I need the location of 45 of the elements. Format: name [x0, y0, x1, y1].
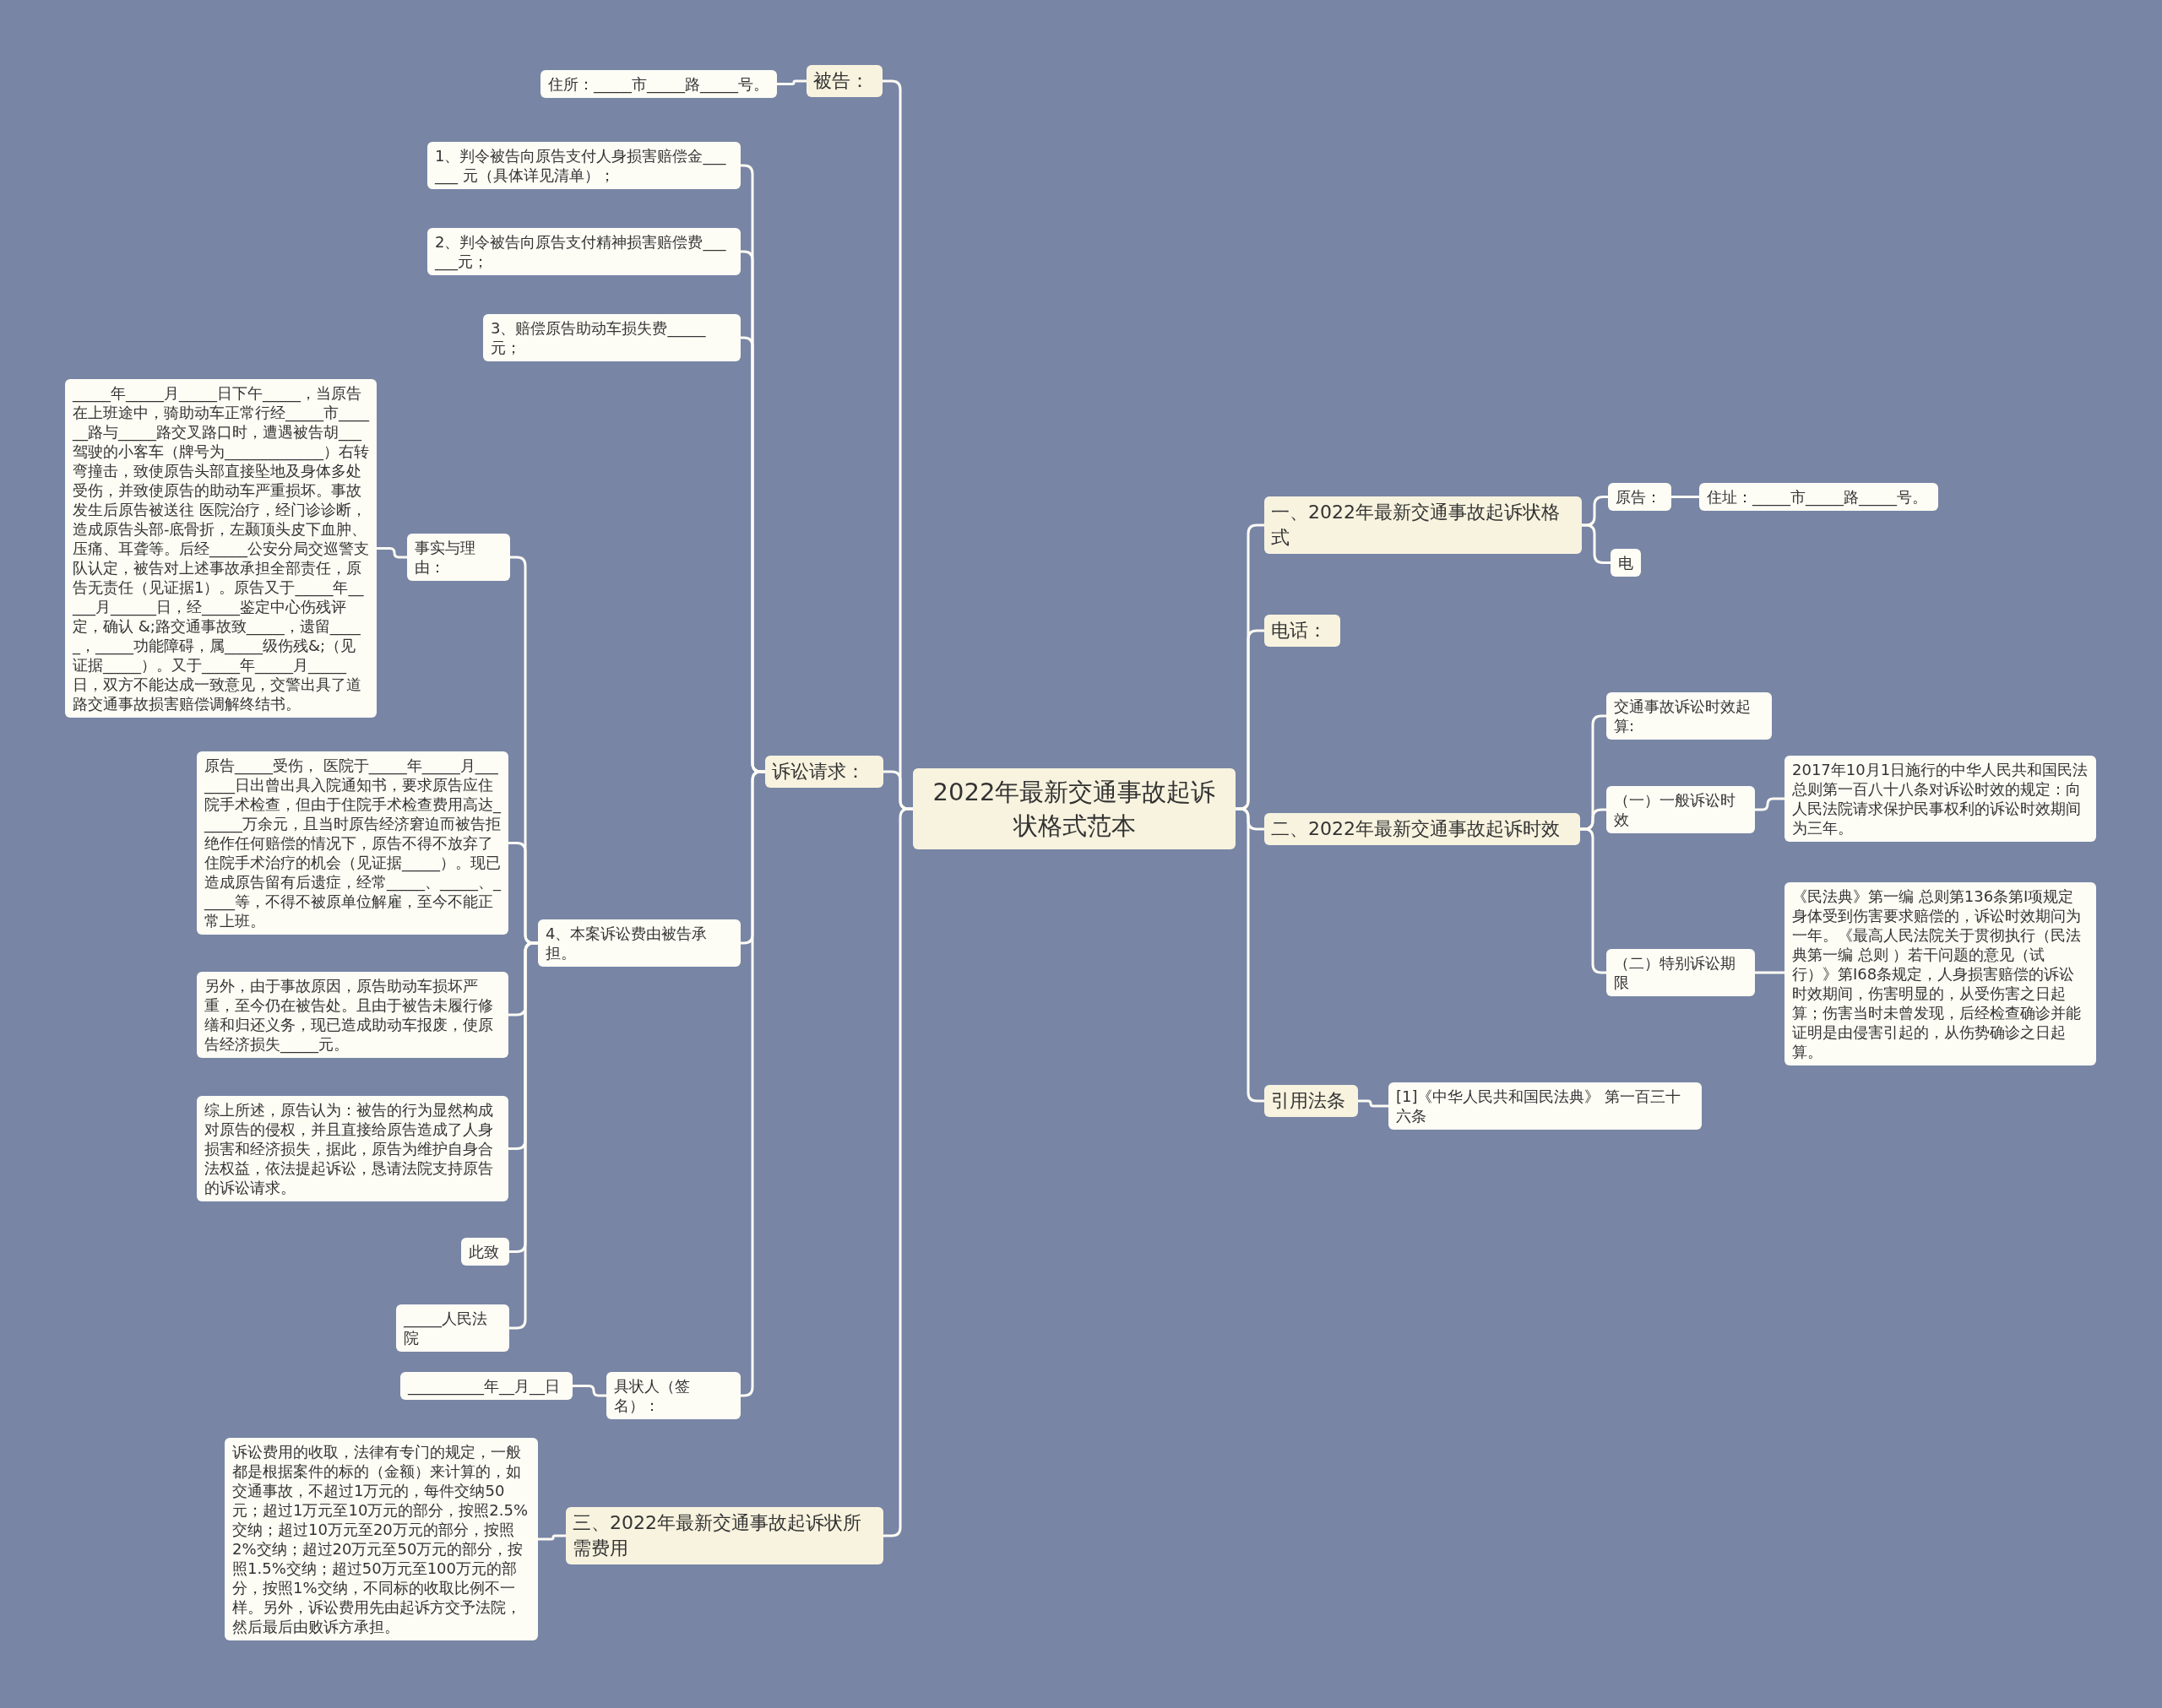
- subtopic-box: 1、判令被告向原告支付人身损害赔偿金______ 元（具体详见清单）；: [427, 142, 741, 189]
- connector-line: [777, 79, 807, 85]
- connector-line: [1236, 807, 1264, 1103]
- subtopic-box: [1]《中华人民共和国民法典》 第一百三十六条: [1388, 1082, 1702, 1130]
- subtopic-box: 2、判令被告向原告支付精神损害赔偿费______元；: [427, 228, 741, 275]
- subtopic-box: 诉讼费用的收取，法律有专门的规定，一般都是根据案件的标的（金额）来计算的，如交通事故，不超过1万元的，每件交纳50元；超过1万元至10万元的部分，按照2.5%交纳；超过10万元至20万元的部分，按照2%交纳；超过20万元至50万元的部分，按照1.5%交纳；超过50万元至100万元的部分，按照1%交纳，不同标的收取比例不一样。另外，诉讼费用先由起诉方交予法院，然后最后由败诉方承担。: [225, 1438, 538, 1640]
- subtopic-box: 具状人（签名）：: [606, 1372, 741, 1419]
- central-topic-box: 2022年最新交通事故起诉状格式范本: [913, 768, 1236, 849]
- subtopic-box: 2017年10月1日施行的中华人民共和国民法总则第一百八十八条对诉讼时效的规定：向人民法院请求保护民事权利的诉讼时效期间为三年。: [1784, 756, 2096, 842]
- connector-line: [1358, 1099, 1388, 1108]
- connector-line: [1582, 523, 1611, 564]
- subtopic-box: （二）特别诉讼期限: [1606, 949, 1755, 996]
- connector-line: [1580, 827, 1606, 974]
- branch-topic-box: 三、2022年最新交通事故起诉状所需费用: [566, 1507, 883, 1564]
- subtopic-box: 此致: [461, 1238, 509, 1266]
- subtopic-box: 事实与理由：: [407, 534, 510, 581]
- subtopic-box: 《民法典》第一编 总则第136条第I项规定身体受到伤害要求赔偿的，诉讼时效期问为一年。《最高人民法院关于贯彻执行（民法典第一编 总则 ）若干问题的意见（试行）》第I68条规定，人身损害赔偿的诉讼时效期间，伤害明显的，从受伤害之日起算；伤害当时未曾发现，后经检查确诊并能证明是由侵害引起的，从伤势确诊之日起算。: [1784, 882, 2096, 1065]
- connector-line: [538, 1534, 566, 1541]
- subtopic-box: 4、本案诉讼费由被告承担。: [538, 919, 741, 967]
- branch-topic-box: 诉讼请求：: [765, 756, 883, 788]
- subtopic-box: （一）一般诉讼时效: [1606, 786, 1755, 833]
- branch-topic-box: 二、2022年最新交通事故起诉时效: [1264, 813, 1580, 845]
- branch-topic-box: 被告：: [807, 65, 883, 97]
- subtopic-box: 3、赔偿原告助动车损失费_____元；: [483, 314, 741, 361]
- subtopic-box: _____人民法院: [396, 1304, 509, 1352]
- connector-line: [883, 807, 914, 1537]
- subtopic-box: 原告：: [1608, 483, 1671, 511]
- connector-line: [509, 941, 538, 1330]
- subtopic-box: 住所：_____市_____路_____号。: [540, 70, 777, 98]
- connector-line: [1671, 496, 1699, 498]
- branch-topic-box: 电话：: [1264, 615, 1340, 647]
- subtopic-box: 原告_____受伤， 医院于_____年_____月_______日出曾出具入院通知书，要求原告应住院手术检查，但由于住院手术检查费用高达______万余元，且当时原告经济窘迫而被告拒绝作任何赔偿的情况下，原告不得不放弃了住院手术治疗的机会（见证据_____）。现已造成原告留有后遗症，经常_____、_____、_____等，不得不被原单位解雇，至今不能正常上班。: [197, 751, 508, 935]
- subtopic-box: 电: [1611, 549, 1641, 577]
- branch-topic-box: 一、2022年最新交通事故起诉状格式: [1264, 496, 1582, 554]
- subtopic-box: _____年_____月_____日下午_____，当原告在上班途中，骑助动车正常行经_____市______路与_____路交叉路口时，遭遇被告胡___驾驶的小客车（牌号为_____________）右转弯撞击，致使原告头部直接坠地及身体多处受伤，并致使原告的助动车严重损坏。事故发生后原告被送往 医院治疗，经门诊诊断，造成原告头部-底骨折，左颞顶头皮下血肿、压痛、耳聋等。后经_____公安分局交巡警支队认定，被告对上述事故承担全部责任，原告无责任（见证据1）。原告又于_____年_____月______日，经_____鉴定中心伤残评定，确认 &;路交通事故致_____，遗留_____，_____功能障碍，属_____级伤残&;（见证据_____）。又于_____年_____月_____日，双方不能达成一致意见，交警出具了道路交通事故损害赔偿调解终结书。: [65, 379, 377, 718]
- connector-line: [1755, 971, 1784, 974]
- connector-line: [573, 1385, 606, 1397]
- subtopic-box: 交通事故诉讼时效起算:: [1606, 692, 1772, 740]
- subtopic-box: 另外，由于事故原因，原告助动车损坏严重，至今仍在被告处。且由于被告未履行修缮和归还义务，现已造成助动车报废，使原告经济损失_____元。: [197, 972, 508, 1058]
- subtopic-box: 综上所述，原告认为：被告的行为显然构成对原告的侵权，并且直接给原告造成了人身损害和经济损失，据此，原告为维护自身合法权益，依法提起诉讼，恳请法院支持原告的诉讼请求。: [197, 1096, 508, 1201]
- connector-line: [377, 547, 407, 559]
- subtopic-box: __________年__月__日: [400, 1372, 573, 1400]
- connector-line: [1755, 797, 1784, 811]
- subtopic-box: 住址：_____市_____路_____号。: [1699, 483, 1938, 511]
- branch-topic-box: 引用法条: [1264, 1085, 1358, 1117]
